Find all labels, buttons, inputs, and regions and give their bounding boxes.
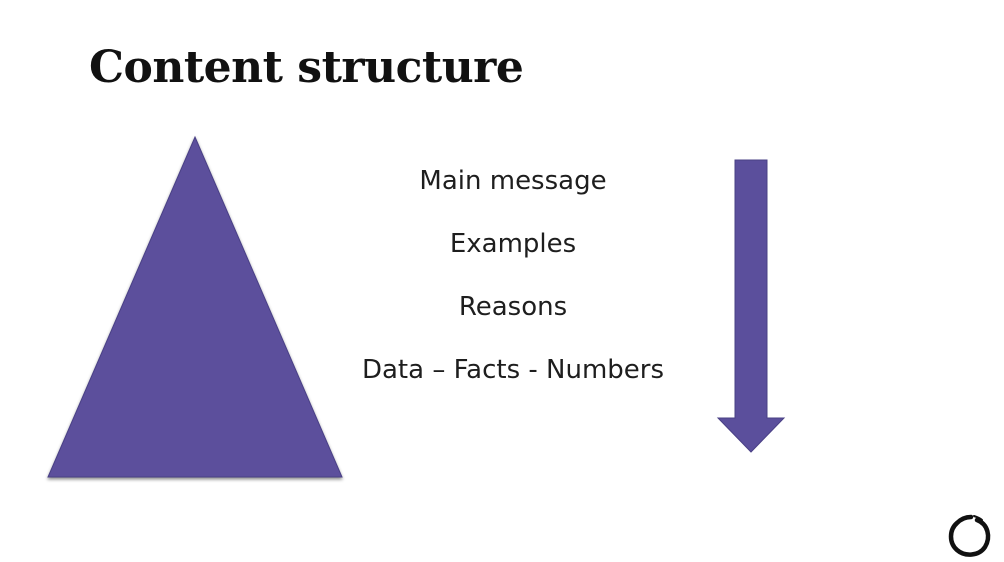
pyramid-shape: [47, 135, 343, 478]
list-item: Examples: [449, 229, 577, 259]
circle-brushstroke-logo-icon: [948, 514, 991, 557]
list-item: Main message: [419, 166, 607, 196]
list-item: Reasons: [458, 292, 568, 322]
slide-title: Content structure: [89, 42, 524, 93]
arrow-down-icon: [716, 159, 786, 453]
list-item: Data – Facts - Numbers: [361, 355, 665, 385]
content-structure-list: Main message Examples Reasons Data – Fac…: [313, 160, 713, 412]
